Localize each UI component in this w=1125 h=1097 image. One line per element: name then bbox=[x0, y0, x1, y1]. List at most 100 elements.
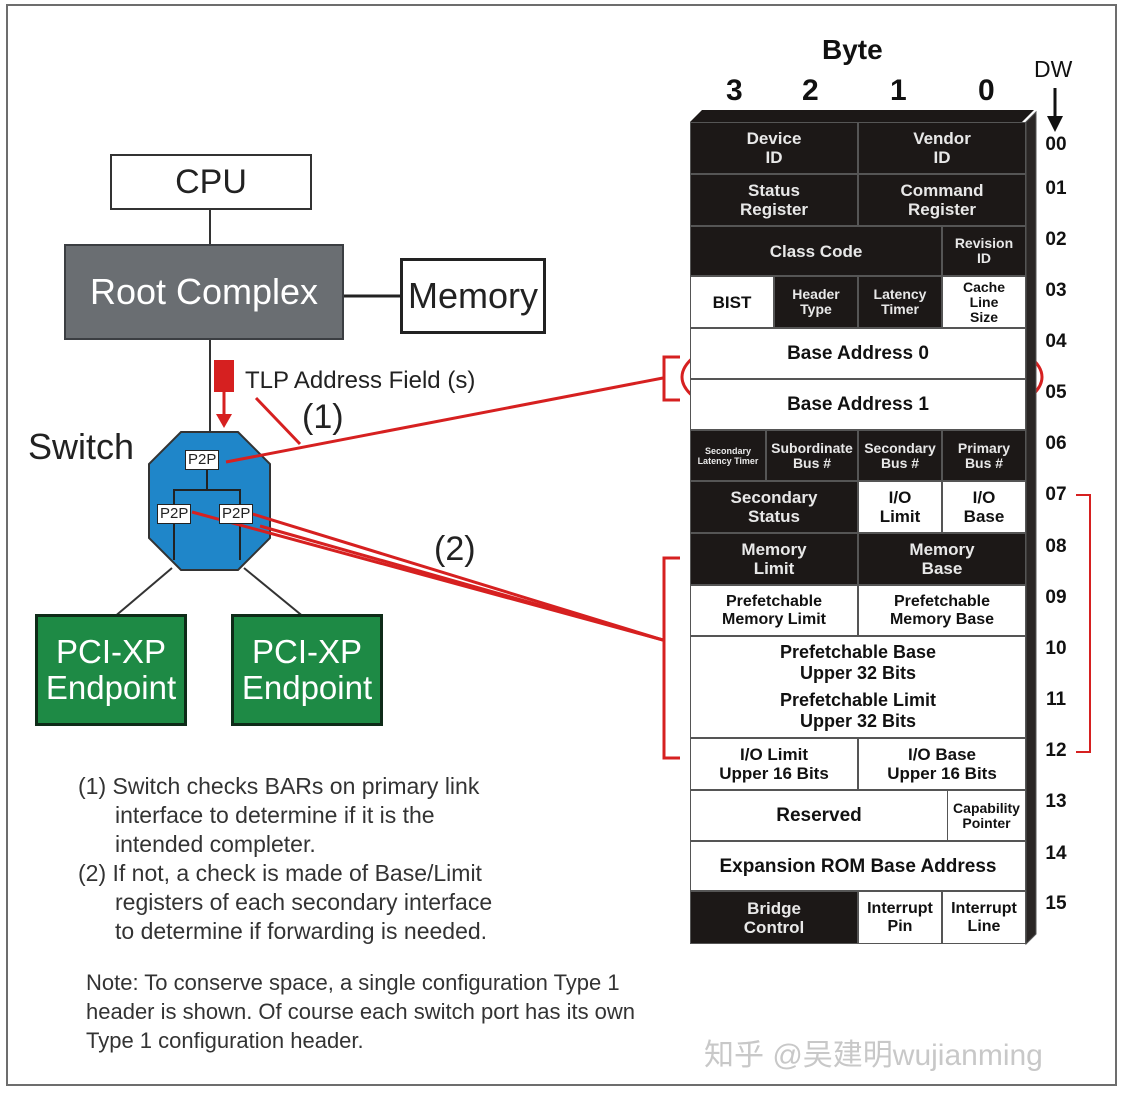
bist-cell: BIST bbox=[690, 276, 774, 328]
cell-text: ID bbox=[977, 250, 991, 266]
cell-text: Interrupt bbox=[867, 899, 933, 917]
cell-text: Memory bbox=[909, 540, 975, 559]
cell-text: Base bbox=[921, 559, 963, 578]
cell-text: Register bbox=[907, 200, 977, 219]
cell-text: Upper 32 Bits bbox=[799, 711, 917, 731]
byte-number-2: 2 bbox=[802, 74, 819, 107]
cell-text: Prefetchable bbox=[893, 592, 991, 610]
cell-text: I/O bbox=[972, 488, 996, 507]
cell-text: Capability bbox=[953, 799, 1020, 816]
cell-text: Memory bbox=[741, 540, 807, 559]
endpoint-1-line-2: Endpoint bbox=[45, 669, 177, 706]
cell-text: Command bbox=[900, 181, 984, 200]
note-2-line-3: to determine if forwarding is needed. bbox=[115, 918, 488, 944]
cell-text: Bus # bbox=[792, 454, 832, 471]
cell-text: Bus # bbox=[880, 454, 920, 471]
cell-text: ID bbox=[765, 148, 783, 167]
cell-text: Latency bbox=[873, 286, 927, 302]
endpoint-2-line-2: Endpoint bbox=[241, 669, 373, 706]
cell-text: Status bbox=[748, 507, 800, 526]
cell-text: Expansion ROM Base Address bbox=[719, 855, 997, 877]
cell-text: Line bbox=[969, 293, 999, 310]
prefetchable-upper-cell: Prefetchable Base Upper 32 Bits Prefetch… bbox=[690, 636, 1026, 738]
cell-text: Memory Base bbox=[889, 610, 995, 628]
dw-number: 04 bbox=[1045, 331, 1067, 352]
marker-1: (1) bbox=[302, 398, 344, 436]
byte-number-1: 1 bbox=[890, 74, 907, 107]
bar-bracket bbox=[662, 355, 680, 402]
cell-text: Cache bbox=[962, 278, 1006, 295]
marker1-pointer bbox=[254, 396, 302, 446]
cell-text: Control bbox=[743, 917, 805, 937]
register-top-face bbox=[690, 110, 1034, 122]
p2p-primary: P2P bbox=[185, 450, 220, 470]
cell-text: Prefetchable bbox=[725, 592, 823, 610]
figure-frame bbox=[6, 4, 1117, 1086]
cell-text: Base Address 1 bbox=[787, 394, 929, 415]
cell-text: Class Code bbox=[769, 241, 863, 261]
register-side-face bbox=[1025, 110, 1037, 946]
cell-text: Upper 32 Bits bbox=[799, 663, 917, 683]
switch-endpoint2-link bbox=[243, 567, 306, 619]
p2p-secondary-left: P2P bbox=[157, 504, 192, 524]
endpoint-1: PCI-XP Endpoint bbox=[35, 614, 187, 726]
cell-text: Secondary bbox=[864, 439, 936, 456]
cell-text: Status bbox=[748, 181, 800, 200]
cell-text: Upper 16 Bits bbox=[887, 764, 997, 783]
cell-text: Line bbox=[967, 917, 1001, 935]
reserved-cell: Reserved bbox=[690, 790, 948, 841]
base-address-1-cell: Base Address 1 bbox=[690, 379, 1026, 430]
note-1-line-3: intended completer. bbox=[115, 831, 316, 857]
cell-text: Limit bbox=[753, 559, 795, 578]
endpoint-2-line-1: PCI-XP bbox=[251, 633, 363, 670]
cell-text: Device bbox=[746, 129, 802, 148]
switch-internal-right bbox=[207, 489, 241, 560]
dw-number: 14 bbox=[1045, 843, 1067, 864]
tlp-address-label: TLP Address Field (s) bbox=[245, 367, 476, 394]
bottom-note: Note: To conserve space, a single config… bbox=[86, 968, 635, 1055]
dw-number: 06 bbox=[1045, 433, 1067, 454]
bottom-note-line-1: Note: To conserve space, a single config… bbox=[86, 970, 620, 995]
note-1-line-1: (1) Switch checks BARs on primary link bbox=[78, 773, 480, 799]
cell-text: Memory Limit bbox=[721, 610, 826, 628]
cell-text: Upper 16 Bits bbox=[719, 764, 829, 783]
cell-text: I/O Limit bbox=[740, 745, 808, 764]
bottom-note-line-3: Type 1 configuration header. bbox=[86, 1028, 364, 1053]
dw-number: 05 bbox=[1045, 382, 1067, 403]
dw-number: 08 bbox=[1045, 536, 1067, 557]
byte-number-0: 0 bbox=[978, 74, 995, 107]
p2p-secondary-right: P2P bbox=[219, 504, 254, 524]
cell-text: Pointer bbox=[962, 814, 1011, 831]
cell-text: BIST bbox=[712, 292, 752, 312]
cell-text: ID bbox=[933, 148, 951, 167]
cell-text: Secondary bbox=[730, 488, 818, 507]
cell-text: Bridge bbox=[747, 898, 801, 918]
cell-text: Register bbox=[739, 200, 809, 219]
switch-label: Switch bbox=[28, 426, 135, 467]
cell-text: Prefetchable Limit bbox=[779, 690, 937, 710]
cell-text: Type bbox=[800, 301, 832, 317]
secondary-check-line-3 bbox=[259, 524, 664, 642]
